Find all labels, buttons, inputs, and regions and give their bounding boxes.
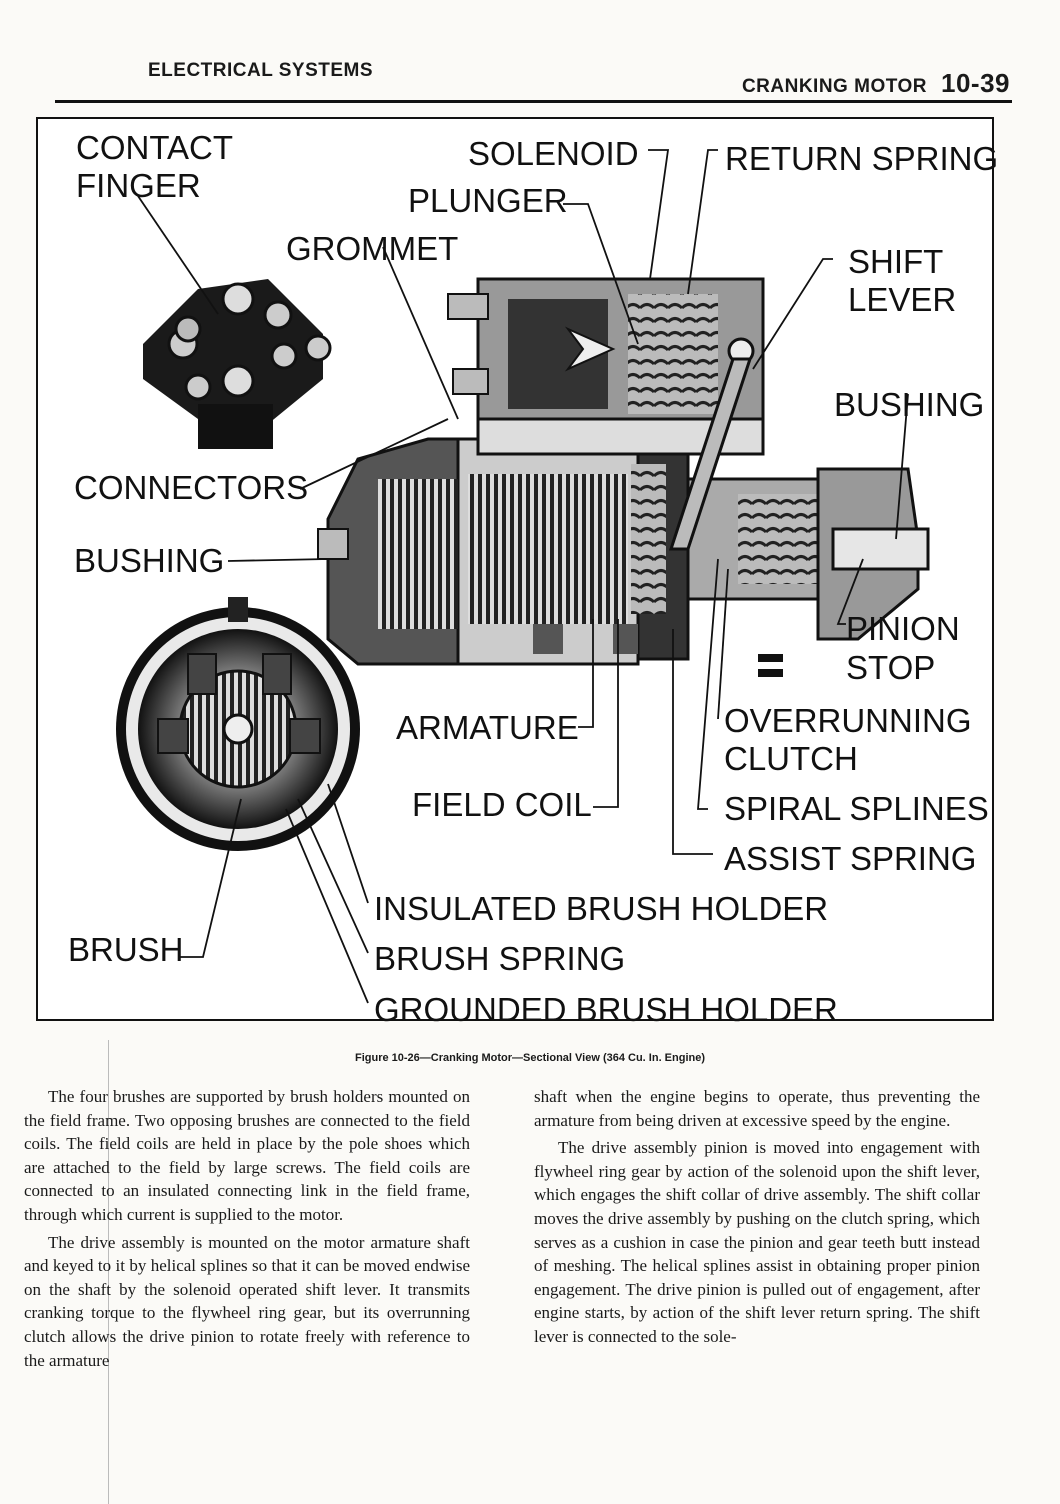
motor-body — [317, 437, 930, 677]
commutator-end-view — [116, 597, 360, 851]
label-grounded-brush-holder: GROUNDED BRUSH HOLDER — [374, 991, 838, 1028]
label-contact-finger-1: CONTACT — [76, 129, 234, 166]
label-bushing-left: BUSHING — [74, 542, 225, 579]
solenoid-terminal-plate — [143, 279, 332, 449]
header-rule — [55, 100, 1012, 103]
running-head-topic: CRANKING MOTOR 10-39 — [742, 68, 1010, 99]
label-solenoid: SOLENOID — [468, 135, 639, 172]
paragraph-drive-assembly: The drive assembly is mounted on the mot… — [24, 1232, 470, 1370]
label-brush-spring: BRUSH SPRING — [374, 940, 626, 977]
label-spiral-splines: SPIRAL SPLINES — [724, 790, 989, 827]
label-plunger: PLUNGER — [408, 182, 568, 219]
figure-frame: CONTACT FINGER SOLENOID RETURN SPRING PL… — [36, 117, 998, 1028]
solenoid-housing — [447, 277, 765, 551]
label-shift-lever-1: SHIFT — [848, 243, 944, 280]
label-grommet: GROMMET — [286, 230, 459, 267]
figure-caption: Figure 10-26—Cranking Motor—Sectional Vi… — [354, 1052, 706, 1064]
paragraph-pinion-engagement: The drive assembly pinion is moved into … — [534, 1138, 980, 1346]
running-head-section: ELECTRICAL SYSTEMS — [148, 60, 374, 81]
label-insulated-brush-holder: INSULATED BRUSH HOLDER — [374, 890, 829, 927]
leader-lines — [137, 149, 909, 1004]
label-overrunning-clutch-2: CLUTCH — [724, 740, 858, 777]
paragraph-brushes: The four brushes are supported by brush … — [24, 1087, 470, 1224]
label-shift-lever-2: LEVER — [848, 281, 957, 318]
label-pinion-stop-2: STOP — [846, 649, 936, 686]
label-overrunning-clutch-1: OVERRUNNING — [724, 702, 972, 739]
right-column: shaft when the engine begins to operate,… — [534, 1085, 980, 1353]
label-contact-finger-2: FINGER — [76, 167, 201, 204]
paragraph-continued: shaft when the engine begins to operate,… — [534, 1087, 980, 1130]
label-brush: BRUSH — [68, 931, 184, 968]
label-armature: ARMATURE — [396, 709, 579, 746]
label-assist-spring: ASSIST SPRING — [724, 840, 977, 877]
label-pinion-stop-1: PINION — [846, 610, 960, 647]
label-field-coil: FIELD COIL — [412, 786, 592, 823]
topic-label: CRANKING MOTOR — [741, 76, 927, 97]
margin-line — [108, 1040, 109, 1504]
left-column: The four brushes are supported by brush … — [24, 1085, 470, 1376]
cranking-motor-illustration — [116, 149, 930, 1004]
label-bushing-right: BUSHING — [834, 386, 985, 423]
label-return-spring: RETURN SPRING — [725, 140, 999, 177]
label-connectors: CONNECTORS — [74, 469, 309, 506]
page-number: 10-39 — [941, 68, 1010, 98]
